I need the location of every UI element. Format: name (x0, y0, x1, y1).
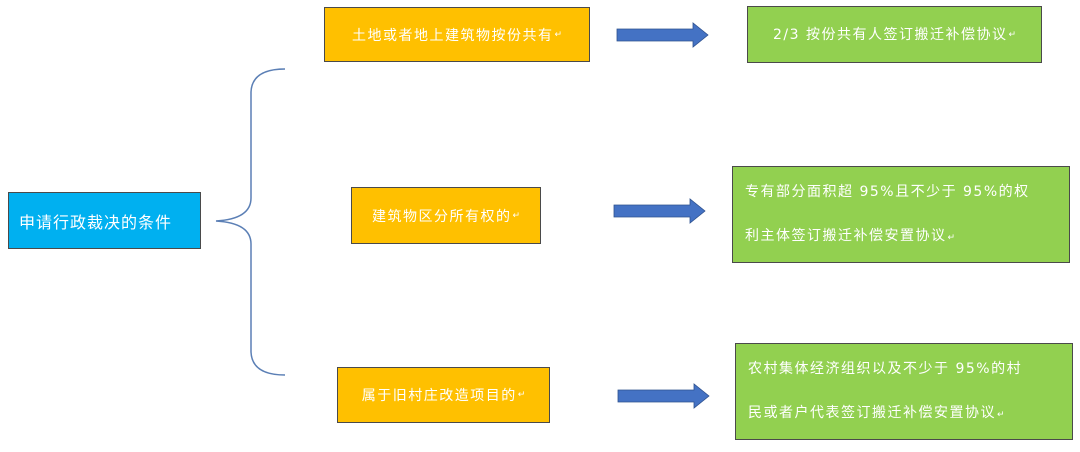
condition-label-3: 属于旧村庄改造项目的 (361, 388, 517, 404)
curly-brace (215, 68, 286, 376)
result-node-3: 农村集体经济组织以及不少于 95%的村 民或者户代表签订搬迁补偿安置协议↵ (735, 343, 1073, 440)
paragraph-mark: ↵ (997, 409, 1005, 420)
condition-node-2: 建筑物区分所有权的↵ (351, 187, 541, 244)
root-label: 申请行政裁决的条件 (19, 212, 173, 232)
result-text-3: 农村集体经济组织以及不少于 95%的村 民或者户代表签订搬迁补偿安置协议↵ (748, 347, 1022, 437)
condition-label-1: 土地或者地上建筑物按份共有 (351, 27, 554, 44)
result-line-2b: 利主体签订搬迁补偿安置协议 (745, 227, 947, 244)
condition-label-2: 建筑物区分所有权的 (371, 208, 512, 225)
result-line-3b: 民或者户代表签订搬迁补偿安置协议 (748, 404, 996, 421)
arrow-right-2 (613, 198, 706, 224)
result-line-3a: 农村集体经济组织以及不少于 95%的村 (748, 360, 1023, 377)
result-text-2: 专有部分面积超 95%且不少于 95%的权 利主体签订搬迁补偿安置协议↵ (745, 170, 1030, 260)
paragraph-mark: ↵ (554, 29, 563, 40)
paragraph-mark: ↵ (947, 232, 956, 243)
paragraph-mark: ↵ (517, 390, 526, 400)
condition-node-3: 属于旧村庄改造项目的↵ (337, 367, 550, 423)
arrow-right-1 (616, 22, 709, 48)
paragraph-mark: ↵ (1008, 29, 1017, 40)
result-label-1: 2/3 按份共有人签订搬迁补偿协议 (772, 26, 1008, 43)
paragraph-mark: ↵ (512, 210, 521, 221)
root-node: 申请行政裁决的条件 (8, 192, 201, 249)
result-line-2a: 专有部分面积超 95%且不少于 95%的权 (745, 183, 1030, 200)
arrow-right-3 (617, 383, 710, 409)
result-node-2: 专有部分面积超 95%且不少于 95%的权 利主体签订搬迁补偿安置协议↵ (732, 166, 1070, 263)
condition-node-1: 土地或者地上建筑物按份共有↵ (324, 7, 590, 62)
result-node-1: 2/3 按份共有人签订搬迁补偿协议↵ (747, 6, 1042, 63)
